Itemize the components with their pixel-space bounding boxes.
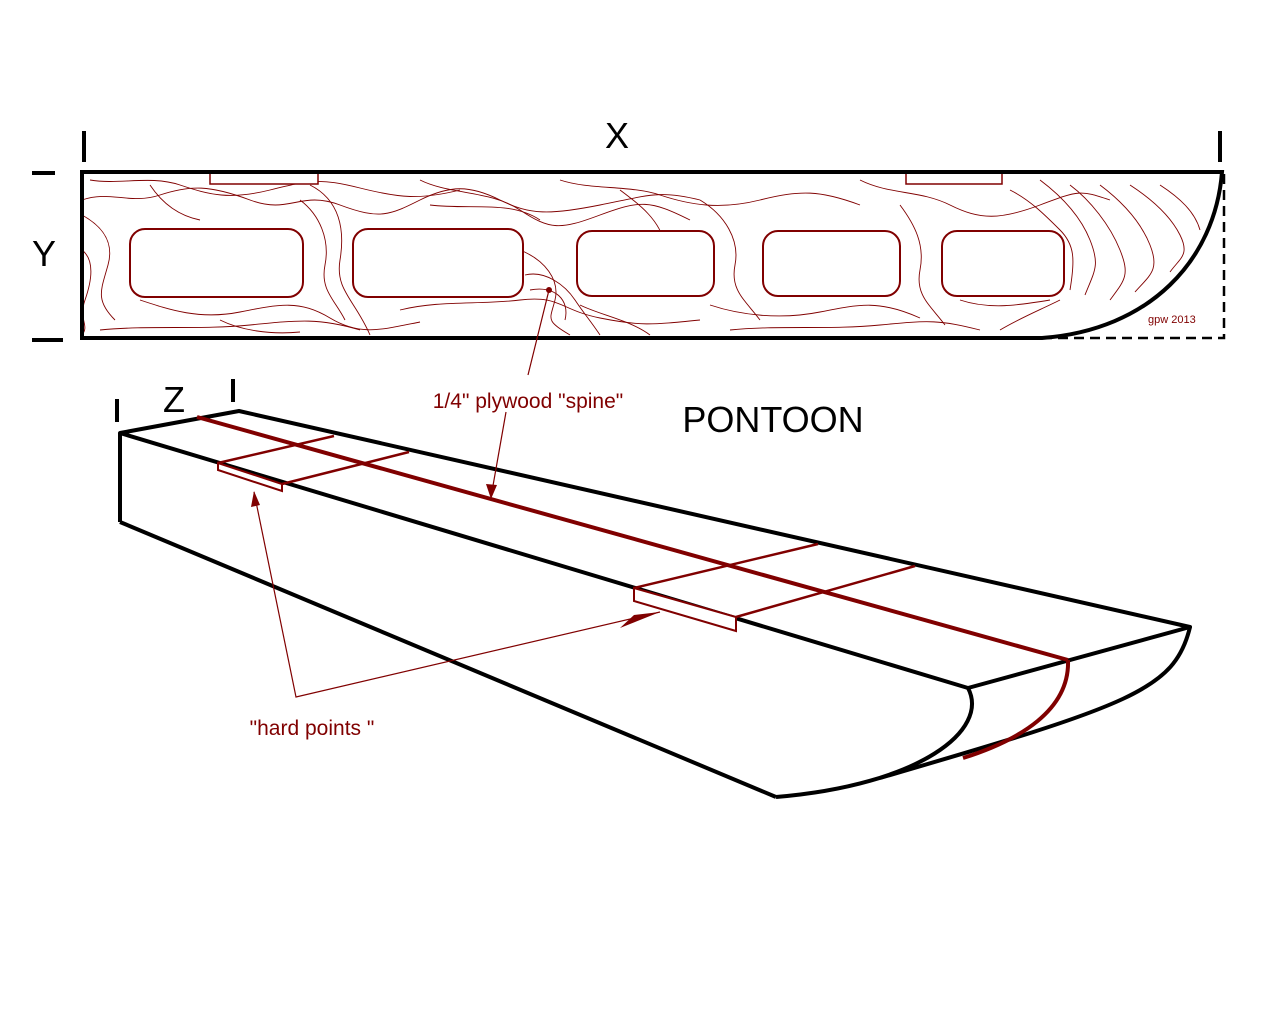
spine-centerline <box>196 415 1069 662</box>
spine-leader-line <box>490 289 550 498</box>
credit-text: gpw 2013 <box>1148 314 1196 326</box>
x-dimension-label: X <box>605 115 629 156</box>
annotations: 1/4" plywood "spine" "hard points " <box>250 289 661 740</box>
side-outline <box>80 170 1225 340</box>
hard-points-arrowhead-left <box>251 491 260 507</box>
bow-dashed-outline <box>1042 172 1226 340</box>
pontoon-deck <box>118 409 1192 690</box>
hard-point-block <box>217 461 283 493</box>
pontoon-bow-curve <box>775 687 974 799</box>
hard-point-block <box>633 586 737 633</box>
pontoon-3d-view: Z PONTOON <box>115 379 1192 799</box>
cross-member <box>633 542 916 619</box>
spine-cutout <box>352 228 524 298</box>
spine-cutout <box>941 230 1065 297</box>
spine-cutout <box>576 230 715 297</box>
pontoon-title: PONTOON <box>682 399 863 440</box>
spine-cutout <box>129 228 304 298</box>
spine-arrowhead <box>486 484 497 499</box>
hard-points-arrowhead-right <box>620 612 660 628</box>
cross-member <box>217 434 410 486</box>
side-view: X Y gpw 2013 <box>32 115 1226 342</box>
y-dimension-label: Y <box>32 233 56 274</box>
z-dimension-label: Z <box>163 379 185 420</box>
spine-label: 1/4" plywood "spine" <box>433 390 623 413</box>
pontoon-bow-curve-far <box>879 626 1192 780</box>
hard-points-leader-line <box>253 491 661 698</box>
spine-cutout <box>762 230 901 297</box>
hard-points-label: "hard points " <box>250 717 375 740</box>
pontoon-bottom-edge <box>119 520 777 799</box>
wood-grain <box>81 179 1201 336</box>
spine-bow-curve <box>962 659 1071 760</box>
